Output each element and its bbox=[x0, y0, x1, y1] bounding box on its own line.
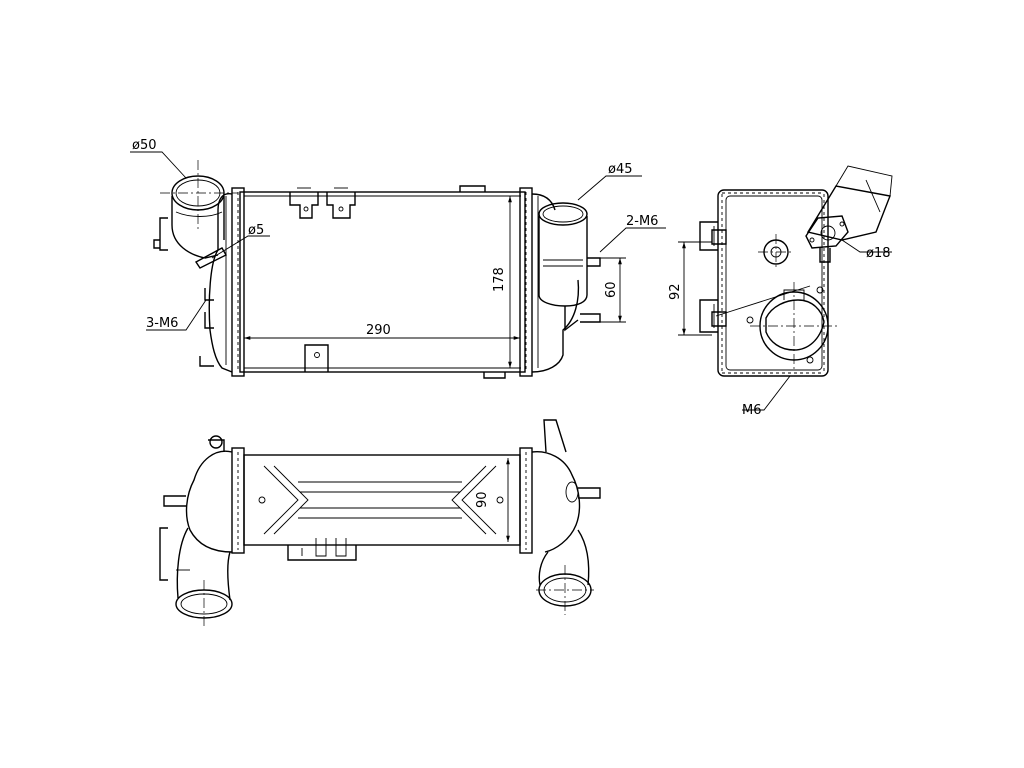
leader-3m6 bbox=[146, 299, 207, 331]
leader-5 bbox=[211, 235, 270, 259]
label-width-dim: 290 bbox=[366, 323, 391, 338]
top-inlet-pipe bbox=[176, 527, 189, 599]
left-tank bbox=[208, 193, 233, 373]
side-flange bbox=[805, 215, 849, 249]
outlet-pipe-mouth bbox=[538, 202, 588, 226]
side-tank-outline bbox=[717, 189, 829, 377]
leader-2m6 bbox=[599, 227, 666, 253]
leader-50 bbox=[130, 151, 187, 179]
side-bracket-top bbox=[699, 221, 718, 251]
top-view: 90 bbox=[159, 419, 601, 628]
top-left-tank bbox=[185, 450, 233, 553]
core-outline bbox=[239, 191, 526, 373]
side-bracket-bottom bbox=[699, 299, 718, 333]
label-hole-diameter: ø5 bbox=[248, 223, 264, 238]
side-angled-pipe bbox=[806, 185, 891, 241]
top-bracket-right bbox=[326, 192, 356, 219]
top-outlet-pipe bbox=[538, 551, 549, 586]
bottom-bracket bbox=[304, 344, 329, 372]
label-thread-3: 3-M6 bbox=[146, 316, 178, 331]
leader-45 bbox=[577, 175, 642, 201]
label-spacing-60: 60 bbox=[604, 281, 619, 298]
rib-right bbox=[461, 465, 497, 535]
label-height-dim: 178 bbox=[492, 267, 507, 292]
label-side-spacing: 92 bbox=[668, 283, 683, 300]
side-view: 92 ø18 M6 bbox=[668, 165, 893, 418]
label-thread-2: 2-M6 bbox=[626, 214, 658, 229]
right-tank bbox=[531, 279, 580, 373]
front-view: ø50 ø45 ø5 3-M6 2-M6 290 178 60 bbox=[130, 138, 666, 379]
top-bracket-left bbox=[289, 192, 319, 219]
label-outlet-diameter: ø45 bbox=[608, 162, 633, 177]
rib-left bbox=[263, 465, 299, 535]
top-right-tank bbox=[531, 451, 581, 553]
label-inlet-diameter: ø50 bbox=[132, 138, 157, 153]
leader-18 bbox=[841, 239, 892, 253]
label-side-diameter: ø18 bbox=[866, 246, 891, 261]
label-depth-dim: 90 bbox=[475, 491, 490, 508]
top-bottom-bracket bbox=[287, 545, 357, 561]
label-side-thread: M6 bbox=[742, 403, 762, 418]
leader-m6 bbox=[742, 375, 791, 411]
left-side-plate bbox=[231, 187, 245, 377]
slot-5 bbox=[194, 247, 227, 269]
right-side-plate bbox=[519, 187, 533, 377]
